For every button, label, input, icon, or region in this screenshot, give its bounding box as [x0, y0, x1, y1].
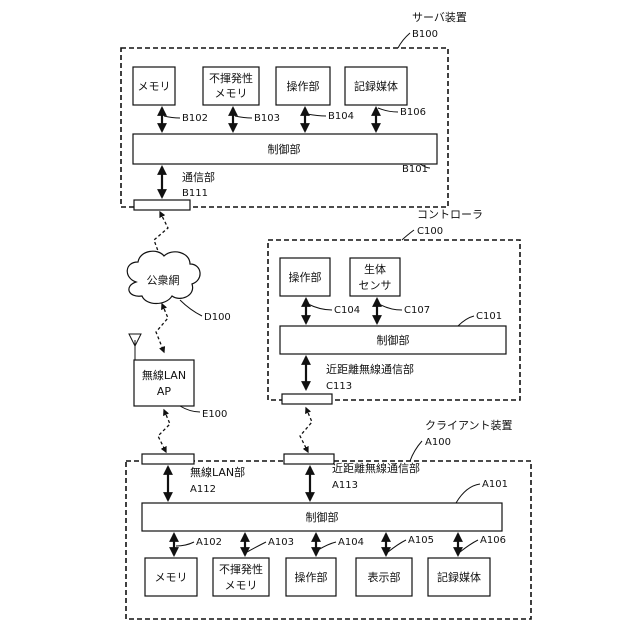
controller-control-label: 制御部: [377, 333, 410, 347]
a106-leader: [460, 540, 478, 552]
controller-control-ref: C101: [476, 311, 502, 322]
controller-biosensor-ref: C107: [404, 305, 430, 316]
client-control-ref: A101: [482, 479, 508, 490]
client-wlan-label: 無線LAN部: [190, 465, 245, 479]
c100-leader: [402, 230, 414, 240]
client-nvmem-ref: A103: [268, 537, 294, 548]
client-nfc-box: [284, 454, 334, 464]
b102-leader: [164, 116, 180, 118]
public-network-ref: D100: [204, 312, 231, 323]
client-nfc-ref: A113: [332, 480, 358, 491]
wireless-ap-ref: E100: [202, 409, 227, 420]
server-memory-ref: B102: [182, 113, 208, 124]
wireless-ap: 無線LAN AP E100: [129, 334, 227, 420]
public-network-label: 公衆網: [147, 273, 180, 287]
server-storage-label: 記録媒体: [354, 79, 398, 93]
server-ref-leader: [398, 33, 410, 48]
client-device-ref: A100: [425, 437, 451, 448]
public-network: 公衆網 D100: [127, 251, 231, 323]
controller-biosensor-label-line2: センサ: [359, 279, 392, 292]
controller-device-title: コントローラ: [417, 208, 483, 221]
server-comm-ref: B111: [182, 188, 208, 199]
d100-leader: [180, 300, 202, 316]
c101-leader: [458, 316, 474, 326]
controller-biosensor-label-line1: 生体: [364, 262, 386, 276]
server-control-label: 制御部: [268, 142, 301, 156]
client-memory-label: メモリ: [155, 571, 188, 584]
server-control-ref: B101: [402, 164, 428, 175]
server-device-title: サーバ装置: [412, 11, 467, 24]
client-display-label: 表示部: [368, 570, 401, 584]
c104-leader: [308, 304, 332, 310]
server-memory-label: メモリ: [138, 80, 171, 93]
b106-leader: [378, 108, 398, 112]
controller-nfc-box: [282, 394, 332, 404]
client-wlan-ref: A112: [190, 484, 216, 495]
a102-leader: [176, 542, 194, 546]
controller-operation-ref: C104: [334, 305, 360, 316]
client-storage-label: 記録媒体: [437, 570, 481, 584]
server-operation-label: 操作部: [287, 79, 320, 93]
server-comm-box: [134, 200, 190, 210]
wireless-ap-label-line2: AP: [157, 385, 172, 398]
server-operation-ref: B104: [328, 111, 354, 122]
server-nvmem-label-line1: 不揮発性: [209, 71, 253, 85]
client-device-title: クライアント装置: [425, 419, 513, 432]
ap-client-wireless-link: [158, 410, 170, 452]
server-storage-ref: B106: [400, 107, 426, 118]
client-device: クライアント装置 A100 無線LAN部 A112 近距離無線通信部 A113 …: [126, 419, 531, 619]
network-ap-wireless-link: [156, 304, 168, 352]
server-nvmem-ref: B103: [254, 113, 280, 124]
client-nvmem-label-line2: メモリ: [225, 579, 258, 592]
wireless-ap-box: [134, 360, 194, 406]
controller-nfc-ref: C113: [326, 381, 352, 392]
a105-leader: [388, 540, 406, 552]
client-control-label: 制御部: [306, 510, 339, 524]
client-operation-ref: A104: [338, 537, 364, 548]
client-wlan-box: [142, 454, 194, 464]
server-nvmem-label-line2: メモリ: [215, 87, 248, 100]
client-nvmem-label-line1: 不揮発性: [219, 562, 263, 576]
a101-leader: [456, 484, 480, 503]
controller-client-wireless-link: [300, 408, 312, 452]
client-storage-ref: A106: [480, 535, 506, 546]
controller-device: コントローラ C100 操作部 生体 センサ 制御部 C104 C107 C10…: [268, 208, 520, 404]
client-operation-label: 操作部: [295, 570, 328, 584]
a100-leader: [410, 441, 422, 461]
b104-leader: [307, 114, 326, 116]
server-comm-label: 通信部: [182, 170, 215, 184]
client-memory-ref: A102: [196, 537, 222, 548]
controller-operation-label: 操作部: [289, 270, 322, 284]
server-device: サーバ装置 B100 メモリ 不揮発性 メモリ 操作部 記録媒体 制御部 B10…: [121, 11, 467, 210]
client-display-ref: A105: [408, 535, 434, 546]
controller-device-ref: C100: [417, 226, 443, 237]
wireless-ap-label-line1: 無線LAN: [142, 368, 186, 382]
server-device-ref: B100: [412, 29, 438, 40]
controller-nfc-label: 近距離無線通信部: [326, 362, 414, 376]
c107-leader: [379, 304, 402, 310]
e100-leader: [180, 406, 200, 412]
a104-leader: [318, 542, 336, 550]
a103-leader: [247, 542, 266, 552]
client-nfc-label: 近距離無線通信部: [332, 461, 420, 475]
b103-leader: [235, 116, 252, 118]
